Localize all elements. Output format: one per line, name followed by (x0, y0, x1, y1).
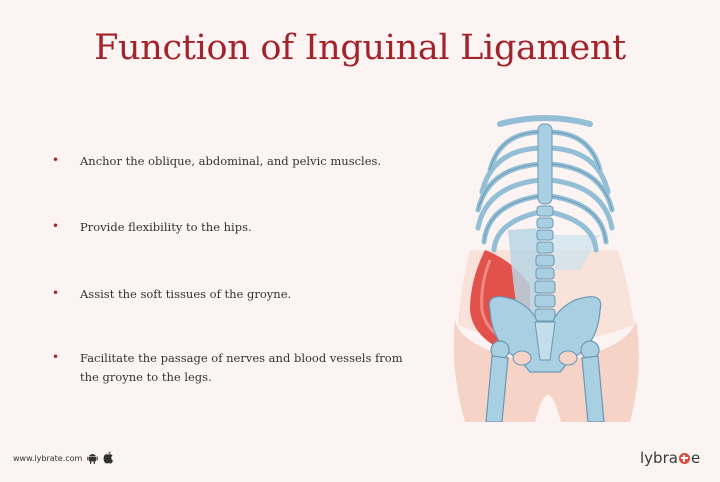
sacrum (534, 321, 556, 361)
list-item: • Anchor the oblique, abdominal, and pel… (52, 152, 422, 171)
android-icon (87, 454, 98, 464)
sternum (537, 123, 553, 205)
bullet-dot: • (52, 219, 60, 233)
bullet-dot: • (52, 153, 60, 167)
serratus-fascia (550, 235, 600, 270)
plus-icon (678, 452, 690, 464)
brand-text-start: lybra (640, 449, 678, 467)
bullet-text: Provide flexibility to the hips. (80, 220, 252, 234)
anatomy-illustration (453, 115, 639, 422)
bullet-dot: • (52, 350, 60, 364)
bullet-text: Assist the soft tissues of the groyne. (80, 287, 292, 301)
apple-icon (103, 451, 113, 464)
list-item: • Facilitate the passage of nerves and b… (52, 349, 422, 387)
bullet-text: Anchor the oblique, abdominal, and pelvi… (80, 154, 382, 168)
list-item: • Provide flexibility to the hips. (52, 218, 422, 237)
bullet-dot: • (52, 286, 60, 300)
brand-text-end: e (690, 449, 701, 467)
obturator-left (512, 350, 532, 366)
brand-logo: lybra e (640, 449, 700, 467)
bullet-text-line-2: the groyne to the legs. (80, 370, 212, 384)
bullet-text-line-1: Facilitate the passage of nerves and blo… (80, 351, 403, 365)
obturator-right (558, 350, 578, 366)
femurs (485, 340, 605, 422)
page-title: Function of Inguinal Ligament (94, 28, 626, 68)
list-item: • Assist the soft tissues of the groyne. (52, 285, 422, 304)
clavicle (497, 115, 593, 127)
rib-outlines (477, 131, 613, 243)
footer-url: www.lybrate.com (13, 454, 83, 463)
spine (534, 205, 556, 322)
